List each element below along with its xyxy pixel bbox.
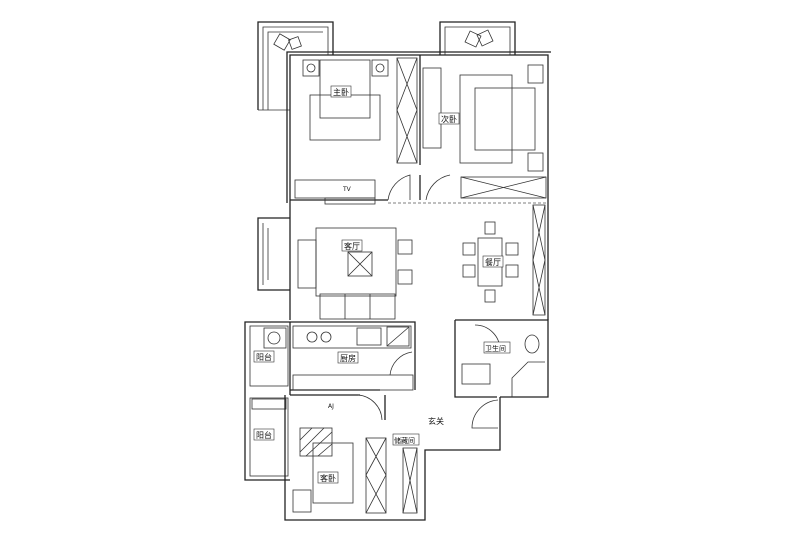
- label-entrance: 玄关: [428, 416, 444, 426]
- label-living-room: 客厅: [344, 241, 360, 251]
- label-guest-bedroom: 客卧: [320, 473, 336, 483]
- balcony-living: [257, 217, 290, 291]
- chair-icon: [273, 33, 302, 51]
- label-tv: TV: [342, 186, 352, 193]
- label-balcony-1: 阳台: [256, 352, 272, 362]
- balcony-kitchen: [244, 321, 290, 481]
- label-bathroom: 卫生间: [485, 344, 506, 353]
- label-kitchen: 厨房: [340, 353, 356, 363]
- dining-room: [462, 204, 546, 316]
- label-dining-room: 餐厅: [485, 258, 501, 267]
- room-labels: [253, 85, 511, 484]
- balcony-top-left: [257, 21, 334, 111]
- balcony-top-right: [439, 21, 516, 55]
- label-storage: 储藏间: [394, 436, 415, 445]
- living-room: [289, 200, 413, 320]
- label-master-bedroom: 主卧: [333, 87, 349, 97]
- label-balcony-2: 阳台: [256, 430, 272, 440]
- guest-bedroom: [284, 394, 501, 521]
- label-second-bedroom: 次卧: [441, 114, 457, 124]
- master-bedroom: [290, 55, 421, 205]
- bathroom: [454, 319, 549, 398]
- label-tv-guest: AJ: [328, 403, 334, 410]
- second-bedroom: [422, 64, 547, 201]
- kitchen: [289, 321, 416, 395]
